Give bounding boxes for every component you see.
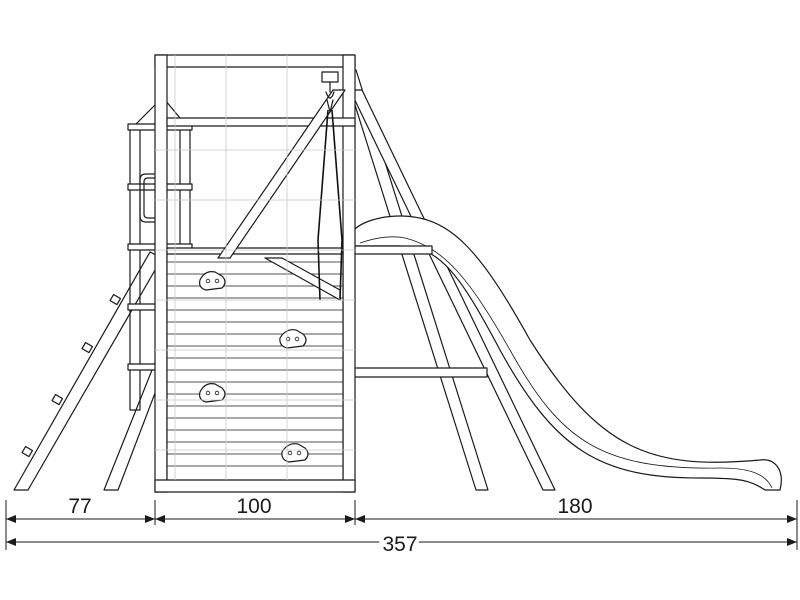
dimension-tower-width: 100 xyxy=(236,495,271,518)
handle-icon xyxy=(139,173,157,223)
dimension-ladder-width: 77 xyxy=(68,495,91,518)
dimension-slide-length: 180 xyxy=(557,495,592,518)
climbing-hold-icon xyxy=(199,271,309,463)
swing-ropes xyxy=(317,109,343,301)
swing-hook-icon xyxy=(321,71,339,113)
tower xyxy=(154,54,356,493)
wall-planks xyxy=(167,261,343,467)
slide xyxy=(351,215,782,491)
tower-side-leg xyxy=(103,349,161,491)
dimension-lines xyxy=(5,500,798,550)
a-frame-legs xyxy=(343,69,556,491)
dimension-total-length: 357 xyxy=(382,533,417,556)
climbing-ladder xyxy=(13,251,163,491)
tower-grid xyxy=(155,55,355,480)
